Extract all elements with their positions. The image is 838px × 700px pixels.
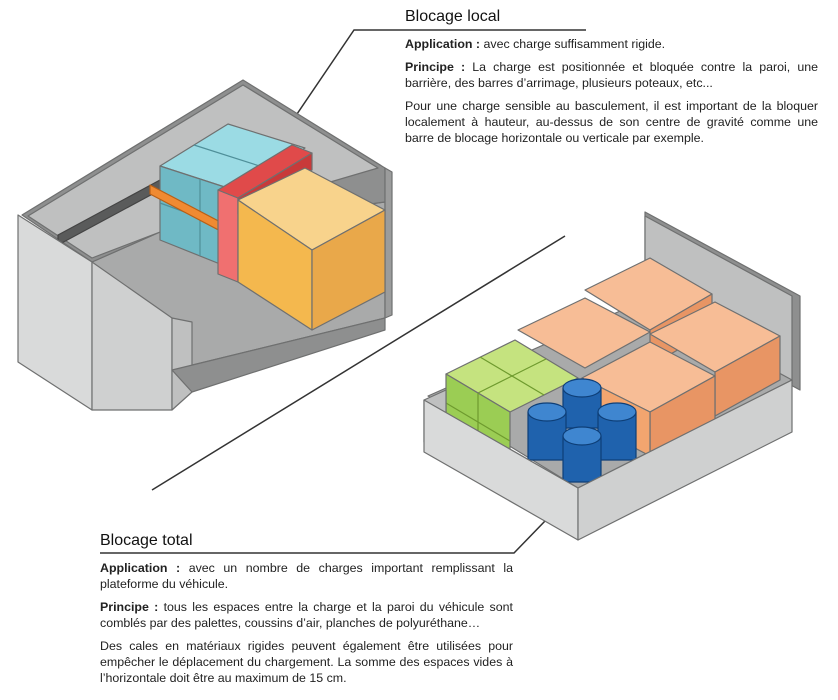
principe-label: Principe : bbox=[100, 600, 159, 614]
blocage-total-text: Blocage total Application : avec un nomb… bbox=[100, 532, 513, 686]
blocage-total-principe: Principe : tous les espaces entre la cha… bbox=[100, 599, 513, 631]
blocage-total-note: Des cales en matériaux rigides peuvent é… bbox=[100, 639, 513, 685]
leader-line-local bbox=[277, 29, 586, 143]
blocage-total-title: Blocage total bbox=[100, 532, 193, 549]
principe-label: Principe : bbox=[405, 60, 466, 74]
truck-local-floor-front bbox=[171, 317, 386, 393]
application-text: avec charge suffisamment rigide. bbox=[483, 37, 666, 51]
truck-local-front-edge bbox=[171, 317, 193, 411]
truck-local bbox=[17, 79, 393, 411]
principe-text: tous les espaces entre la charge et la p… bbox=[100, 600, 513, 630]
principe-text: La charge est positionnée et bloquée con… bbox=[405, 60, 818, 90]
separator-line bbox=[151, 235, 566, 491]
blocage-local-note: Pour une charge sensible au basculement,… bbox=[405, 99, 818, 145]
red-bar-front bbox=[217, 189, 239, 283]
truck-local-right-wall bbox=[384, 167, 393, 319]
application-text: avec un nombre de charges important remp… bbox=[100, 561, 513, 591]
blocage-local-text: Blocage local Application : avec charge … bbox=[405, 8, 818, 146]
orange-box-side bbox=[311, 209, 386, 331]
truck-total-right-front-wall bbox=[577, 379, 793, 541]
blocage-local-application: Application : avec charge suffisamment r… bbox=[405, 36, 818, 52]
blocage-local-principe: Principe : La charge est positionnée et … bbox=[405, 59, 818, 91]
blocage-local-title: Blocage local bbox=[405, 8, 501, 25]
application-label: Application : bbox=[405, 37, 481, 51]
application-label: Application : bbox=[100, 561, 181, 575]
truck-total bbox=[423, 211, 801, 541]
blue-drums bbox=[527, 378, 637, 483]
blocage-total-application: Application : avec un nombre de charges … bbox=[100, 560, 513, 592]
